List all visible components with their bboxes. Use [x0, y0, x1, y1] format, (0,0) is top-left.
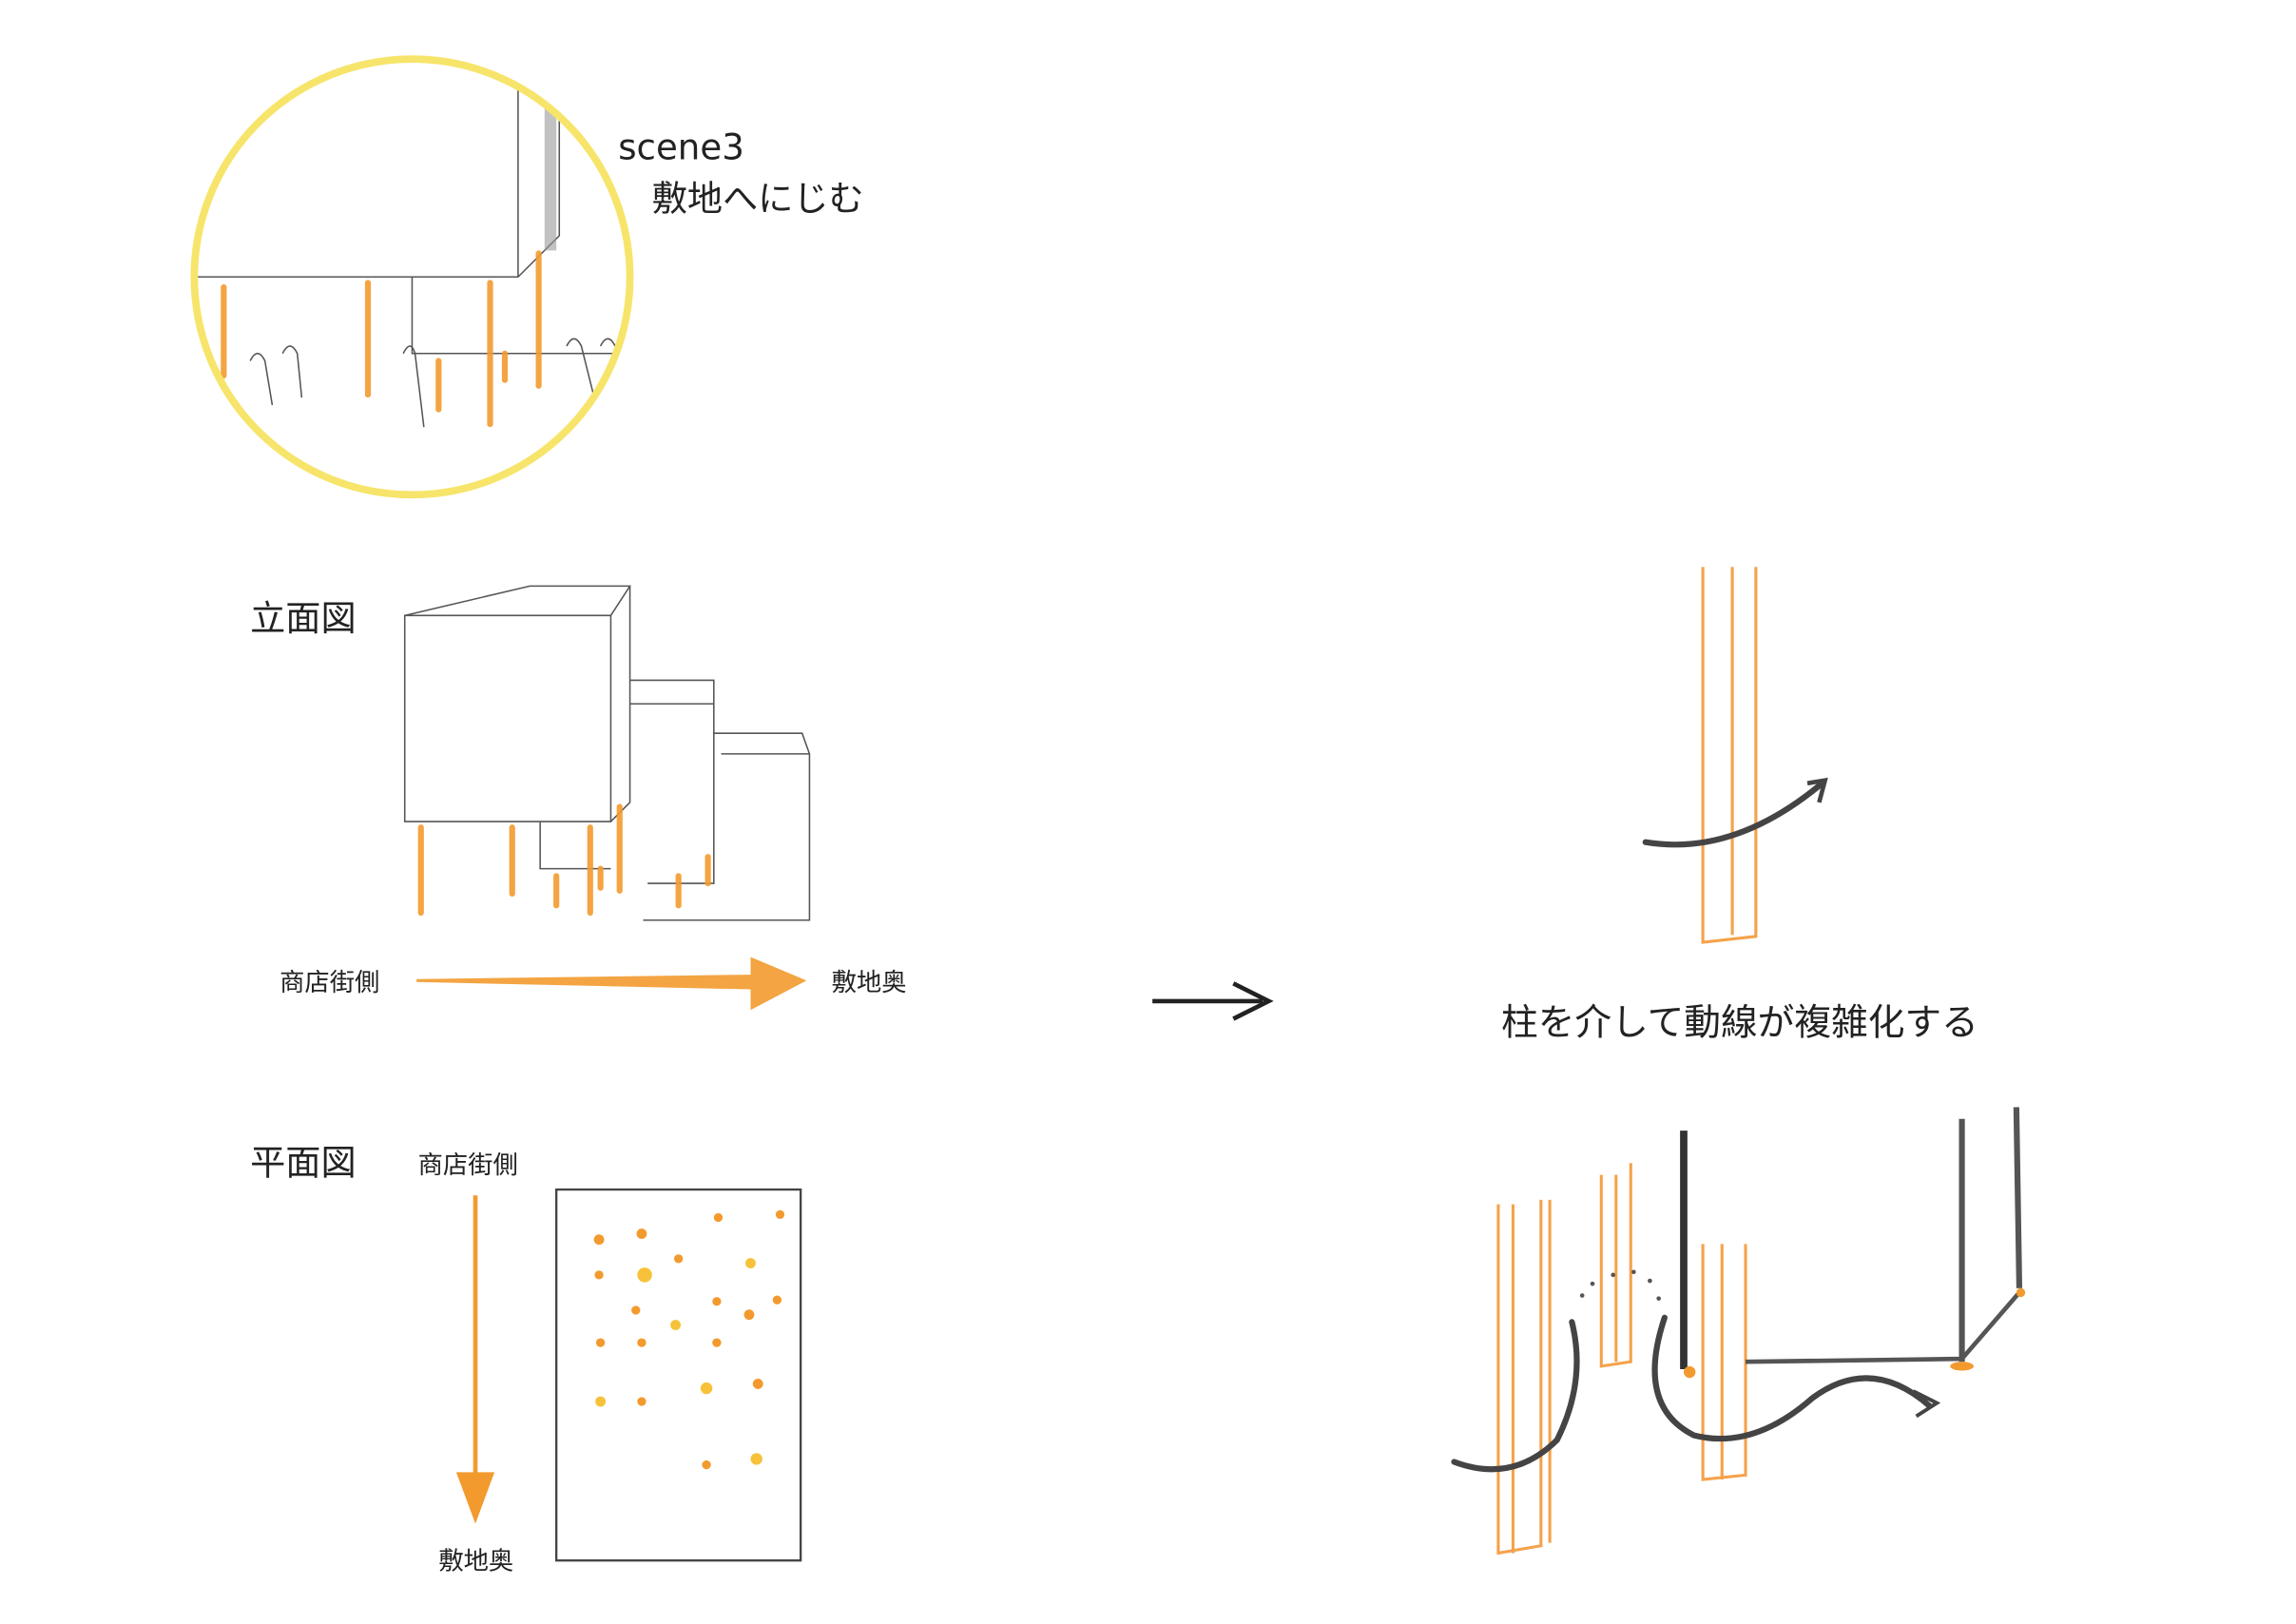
- result-caption: 柱を介して動線が複雑化する: [1501, 1002, 1978, 1045]
- plan-to-label: 敷地奥: [438, 1547, 513, 1576]
- column-flow-sketch: [1642, 567, 1828, 944]
- elevation-from-label: 商店街側: [280, 969, 379, 997]
- elevation-flow-arrow: [416, 957, 807, 1011]
- plan-drawing: [555, 1188, 802, 1562]
- scene-title: scene3: [618, 126, 744, 167]
- transition-arrow-icon: [1152, 981, 1274, 1021]
- elevation-label: 立面図: [250, 598, 356, 639]
- highlight-circle: [190, 55, 634, 499]
- scene-subtitle: 敷地へにじむ: [652, 179, 864, 220]
- plan-label: 平面図: [250, 1143, 356, 1184]
- plan-from-label: 商店街側: [418, 1151, 518, 1180]
- scene3-vignette: [190, 55, 634, 499]
- plan-flow-arrow: [455, 1195, 495, 1524]
- elevation-to-label: 敷地奥: [832, 969, 907, 997]
- elevation-drawing: [403, 585, 811, 921]
- multi-column-flow-sketch: [1451, 1107, 2026, 1556]
